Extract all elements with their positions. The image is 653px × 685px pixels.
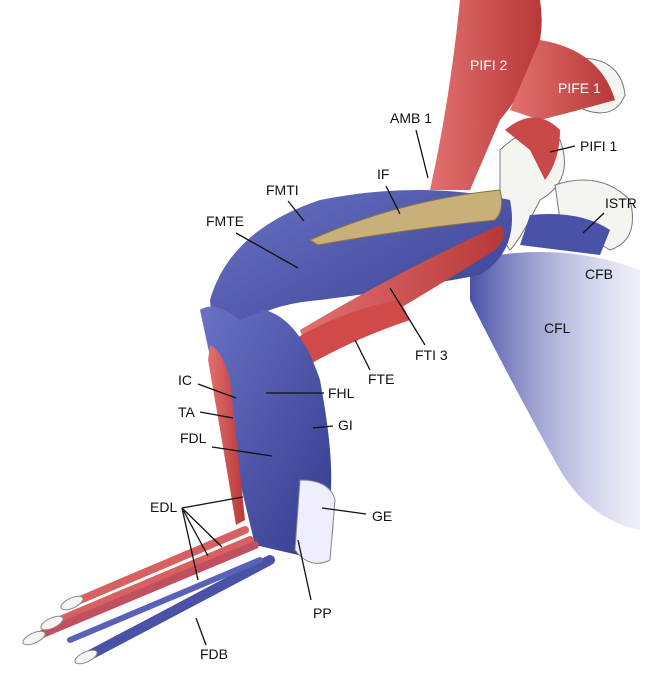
thigh-muscles <box>210 190 512 360</box>
fte-muscle <box>285 300 410 370</box>
label-fhl: FHL <box>328 385 355 401</box>
label-pife1: PIFE 1 <box>558 80 601 96</box>
cfl-muscle <box>470 252 640 530</box>
pife1-muscle <box>510 40 615 120</box>
label-istr: ISTR <box>605 195 637 211</box>
toes <box>36 526 275 660</box>
pifi1-muscle <box>505 117 560 180</box>
label-ic: IC <box>178 372 192 388</box>
label-fdb: FDB <box>200 646 228 662</box>
istr-muscle <box>520 214 610 255</box>
label-fmti: FMTI <box>266 182 299 198</box>
label-edl: EDL <box>150 499 178 515</box>
pifi2-muscle <box>430 0 542 190</box>
label-if: IF <box>377 166 390 182</box>
label-fmte: FMTE <box>206 213 245 229</box>
label-pifi1: PIFI 1 <box>580 138 618 154</box>
label-ta: TA <box>178 404 195 420</box>
if-tendon <box>308 189 503 246</box>
claws <box>22 595 98 665</box>
label-pp: PP <box>313 605 332 621</box>
label-gi: GI <box>338 417 353 433</box>
label-cfl: CFL <box>544 320 571 336</box>
leader-lines <box>181 129 605 646</box>
ischium-bone <box>554 179 633 251</box>
label-cfb: CFB <box>585 266 613 282</box>
label-fti3: FTI 3 <box>415 347 448 363</box>
label-ge: GE <box>372 508 393 524</box>
label-fdl: FDL <box>180 430 207 446</box>
label-fte: FTE <box>368 371 395 387</box>
label-amb1: AMB 1 <box>390 110 433 126</box>
ta-muscle <box>208 345 245 525</box>
label-pifi2: PIFI 2 <box>470 57 508 73</box>
